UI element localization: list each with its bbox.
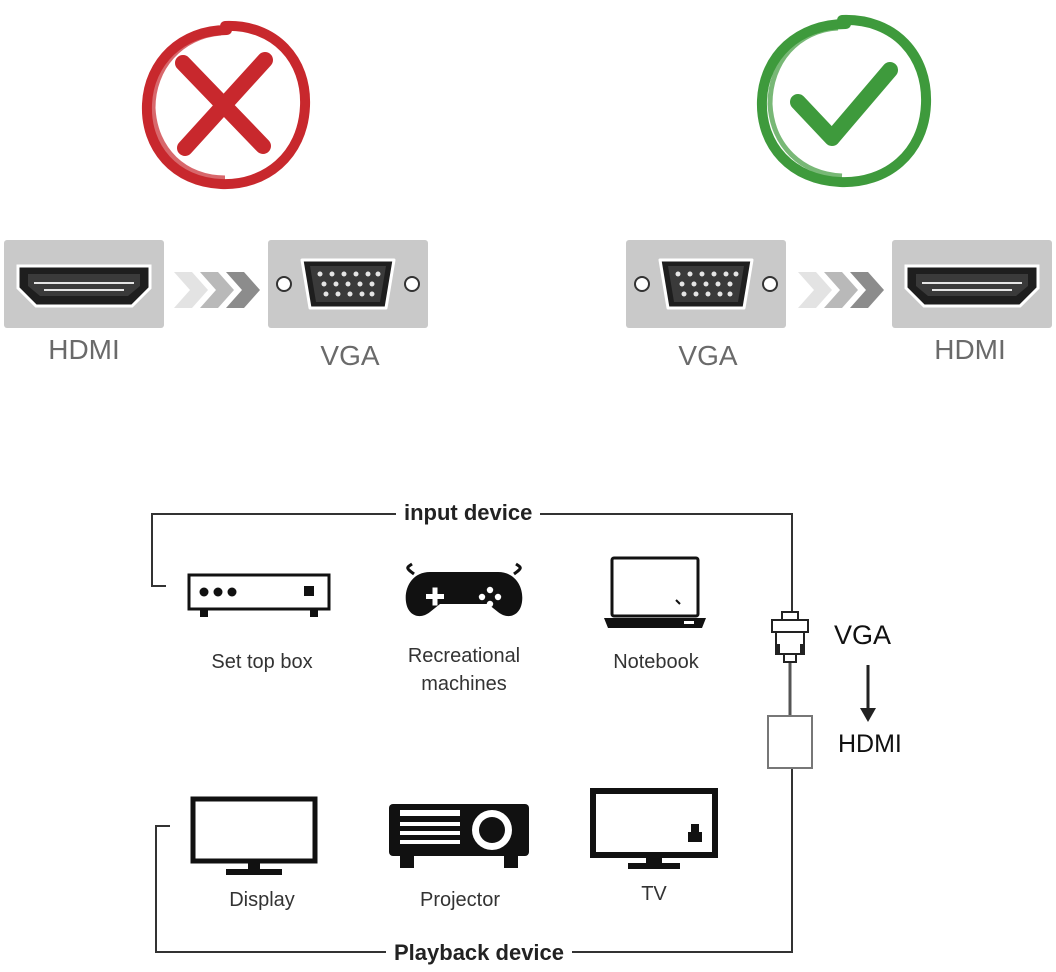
vga-connector-icon: [771, 611, 809, 663]
projector-label: Projector: [419, 889, 501, 911]
gamepad-label: Recreational machines: [364, 642, 564, 698]
arrow-chevrons-icon: [174, 272, 260, 308]
vga-port-icon: [634, 258, 778, 310]
notebook-label: Notebook: [613, 651, 699, 673]
vga-port-panel-right: [626, 240, 786, 328]
gamepad-icon: [405, 562, 523, 617]
hdmi-port-panel-right: [892, 240, 1052, 328]
set-top-box-label: Set top box: [211, 651, 313, 673]
tv-icon: [590, 788, 718, 869]
hdmi-label-left: HDMI: [48, 334, 120, 365]
tv-label: TV: [641, 883, 667, 905]
hdmi-adapter-box-icon: [767, 715, 813, 769]
projector-icon: [389, 804, 529, 868]
notebook-icon: [604, 556, 706, 628]
playback-device-title: Playback device: [386, 940, 573, 966]
cross-icon: [141, 20, 311, 190]
arrow-chevrons-icon: [798, 272, 884, 308]
vga-port-panel-left: [268, 240, 428, 328]
hdmi-port-icon: [904, 264, 1040, 308]
display-label: Display: [229, 889, 295, 911]
vga-label-left: VGA: [320, 340, 380, 371]
vga-port-icon: [276, 258, 420, 310]
check-icon: [756, 14, 932, 188]
input-device-title: input device: [396, 500, 541, 526]
vga-label-right: VGA: [678, 340, 738, 371]
set-top-box-icon: [187, 573, 331, 617]
hdmi-label-right: HDMI: [934, 334, 1006, 365]
adapter-vga-label: VGA: [834, 620, 892, 650]
adapter-hdmi-label: HDMI: [838, 730, 902, 758]
hdmi-port-icon: [16, 264, 152, 308]
hdmi-port-panel-left: [4, 240, 164, 328]
display-icon: [190, 796, 318, 875]
gamepad-label-text: Recreational machines: [407, 645, 521, 695]
